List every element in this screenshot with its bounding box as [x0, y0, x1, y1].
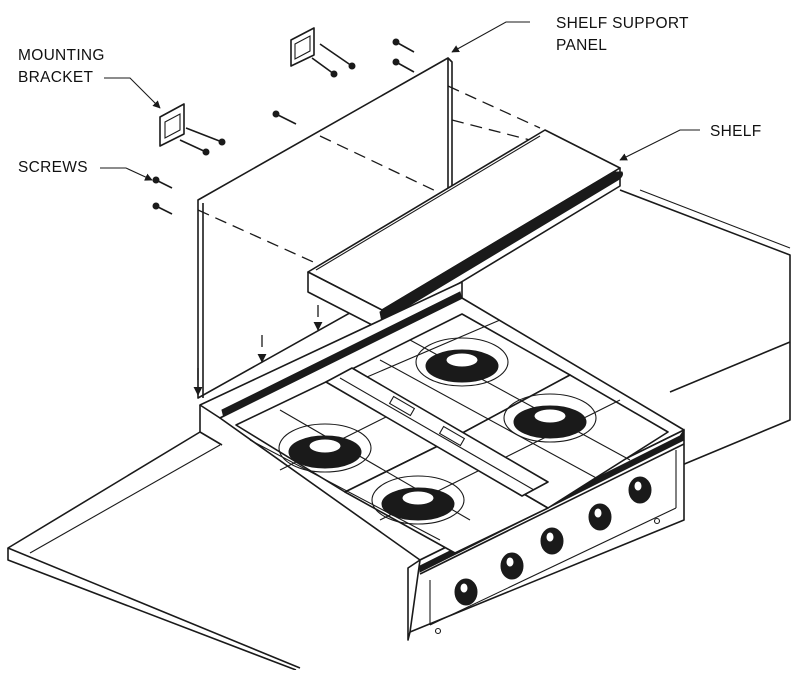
burner-front-right — [503, 393, 597, 443]
burner-back-right — [415, 337, 509, 387]
label-panel: PANEL — [556, 37, 607, 54]
control-knob-3 — [540, 527, 564, 555]
burner-back-left — [278, 423, 372, 473]
label-mounting: MOUNTING — [18, 47, 105, 64]
mounting-bracket-right — [290, 27, 315, 67]
label-shelf: SHELF — [710, 123, 761, 140]
mounting-bracket-left — [159, 103, 185, 147]
control-knob-4 — [588, 503, 612, 531]
label-screws: SCREWS — [18, 159, 88, 176]
label-shelf-support: SHELF SUPPORT — [556, 15, 689, 32]
control-knob-1 — [454, 578, 478, 606]
leader-lines — [100, 21, 700, 181]
label-bracket: BRACKET — [18, 69, 94, 86]
center-grate — [325, 367, 549, 497]
control-knob-5 — [628, 476, 652, 504]
control-knob-2 — [500, 552, 524, 580]
shelf — [307, 129, 623, 331]
screws — [152, 38, 415, 215]
burner-front-left — [371, 475, 465, 525]
countertop-right — [619, 189, 791, 471]
countertop-left — [7, 431, 301, 671]
